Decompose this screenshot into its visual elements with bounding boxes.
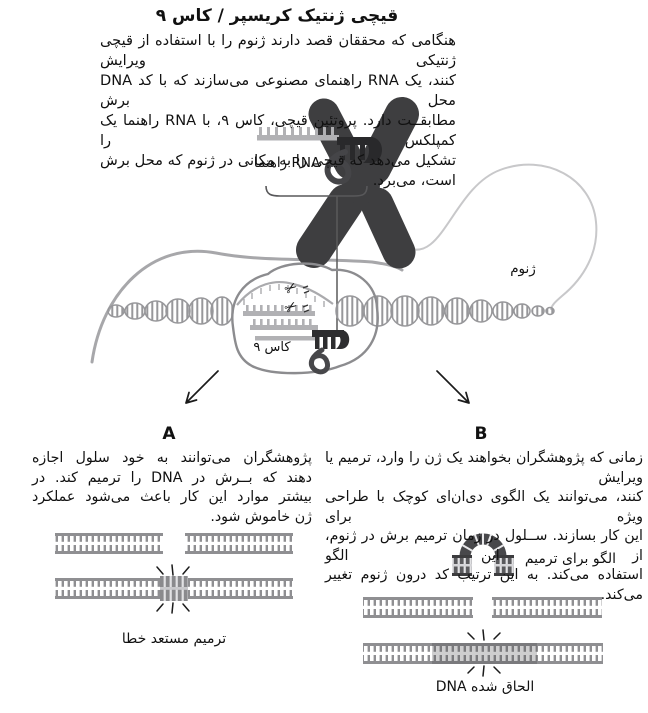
inserted-dna-caption: DNA الحاق شده [435, 679, 535, 695]
guide-rna-label: RNA راهنما [253, 155, 321, 171]
template-structure [452, 533, 514, 576]
section-b-heading: B [474, 424, 488, 444]
repaired-dna-a [55, 564, 293, 614]
section-b-paragraph: زمانی که پژوهشگران بخواهند یک ژن را وارد… [325, 449, 643, 605]
genome-label: ژنوم [510, 261, 536, 277]
intro-line: کنند، یک RNA راهنمای مصنوعی می‌سازند که … [100, 72, 456, 109]
dna-helix [107, 295, 555, 327]
section-a-paragraph: پژوهشگران می‌توانند به خود سلول اجازه ده… [32, 449, 312, 527]
cut-dna-a [55, 533, 293, 554]
section-a-line: پژوهشگران می‌توانند به خود سلول اجازه [32, 450, 312, 466]
genome-strands [90, 163, 598, 364]
template-caption: الگو برای ترمیم [524, 551, 616, 567]
intro-paragraph: هنگامی که محققان قصد دارند ژنوم را با اس… [100, 31, 456, 191]
section-b-line: زمانی که پژوهشگران بخواهند یک ژن را وارد… [325, 450, 643, 486]
section-a-line: دهند که بــرش در DNA را ترمیم کند. در [32, 469, 312, 486]
page-title: قیچی ژنتیک کریسپر / کاس ۹ [155, 6, 399, 26]
guide-rna-structure [257, 127, 382, 185]
section-b-line: این کار بسازند. ســلول در زمان ترمیم برش… [325, 528, 643, 564]
section-b-line: کنند، می‌توانند یک الگوی دی‌ان‌ای کوچک ب… [325, 489, 643, 525]
error-repair-caption: ترمیم مستعد خطا [121, 631, 227, 647]
label-brace [265, 185, 368, 197]
section-a-heading: A [162, 424, 176, 444]
cas9-label: کاس ۹ [253, 340, 291, 355]
intro-line: مطابقــت دارد. پروتئین قیچی، کاس ۹، با R… [100, 112, 456, 149]
repaired-dna-b [363, 629, 603, 677]
cas9-bubble [231, 262, 379, 375]
intro-line: هنگامی که محققان قصد دارند ژنوم را با اس… [100, 32, 456, 69]
intro-line: تشکیل می‌دهد که قیچی را به مکانی در ژنوم… [100, 152, 456, 189]
section-a-line: بیشتر موارد این کار باعث می‌شود عملکرد [32, 489, 312, 505]
section-b-line: استفاده می‌کند. به این ترتیب کد درون ژنو… [325, 567, 643, 603]
section-a-line: ژن خاموش شود. [210, 508, 312, 525]
cut-dna-b [363, 597, 602, 618]
branch-arrows [185, 370, 470, 404]
